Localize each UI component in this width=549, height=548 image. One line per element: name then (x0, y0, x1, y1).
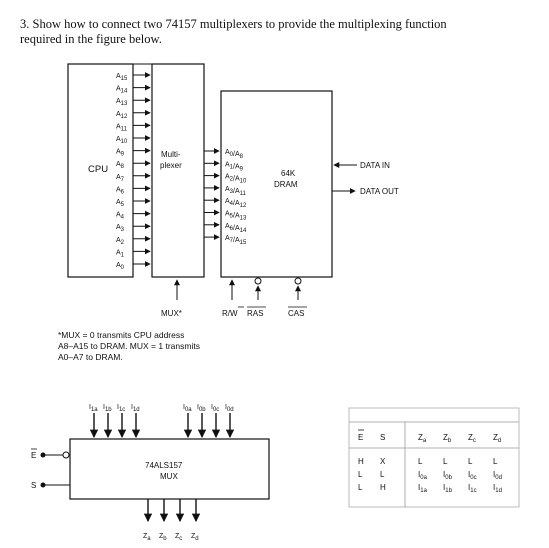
chip-output-label: Zb (159, 533, 167, 542)
truth-table-cell: L (418, 457, 423, 466)
truth-table-cell: I0c (468, 470, 477, 481)
dram-pin-label: A1/A9 (225, 161, 244, 172)
dram-pin-label: A4/A12 (225, 198, 247, 209)
mux-footnote: *MUX = 0 transmits CPU address A8–A15 to… (58, 330, 288, 363)
dram-label-line2: DRAM (274, 180, 298, 189)
truth-table-cell: I1b (443, 483, 453, 494)
enable-label: E (31, 451, 36, 460)
truth-table-cell: L (358, 470, 363, 479)
truth-table-cell: L (493, 457, 498, 466)
chip-input-label: I0c (211, 404, 219, 413)
question-text: 3. Show how to connect two 74157 multipl… (20, 17, 540, 47)
truth-table-cell: H (380, 483, 386, 492)
cpu-label: CPU (88, 164, 108, 175)
dram-pin-label: A7/A15 (225, 235, 247, 246)
chip-label-line2: MUX (160, 472, 178, 481)
truth-table-frame (348, 407, 520, 508)
ras-label: RAS (247, 309, 263, 318)
ras-inversion-bubble (254, 277, 262, 285)
truth-table-cell: L (380, 470, 385, 479)
note-line-2: A8–A15 to DRAM. MUX = 1 transmits (58, 341, 200, 351)
chip-input-pins: I1a I1b I1c I1d I0a I0b I0c I0d (89, 404, 235, 439)
data-in-label: DATA IN (360, 161, 390, 170)
truth-table-cell: I1a (418, 483, 428, 494)
data-out-label: DATA OUT (360, 187, 399, 196)
chip-input-label: I1b (103, 404, 112, 413)
note-line-1: *MUX = 0 transmits CPU address (58, 330, 185, 340)
dram-address-pins: A0/A8A1/A9A2/A10A3/A11A4/A12A5/A13A6/A14… (225, 149, 247, 246)
cpu-pin-label: A14 (116, 86, 128, 95)
chip-input-label: I1c (117, 404, 125, 413)
cas-label: CAS (288, 309, 304, 318)
cpu-pin-label: A12 (116, 111, 128, 120)
dram-pin-label: A6/A14 (225, 223, 247, 234)
note-line-3: A0–A7 to DRAM. (58, 352, 123, 362)
dram-box (220, 90, 333, 278)
truth-table-header: Zc (468, 433, 476, 444)
mux-label-line1: Multi- (161, 150, 181, 159)
cpu-pin-label: A9 (116, 149, 125, 158)
chip-output-label: Za (143, 533, 151, 542)
truth-table-header: Za (418, 433, 427, 444)
mux-chip-box (69, 438, 270, 500)
mux-label-line2: plexer (160, 161, 182, 170)
cpu-pin-label: A2 (116, 237, 125, 246)
rw-label: R/W (222, 309, 238, 318)
chip-input-label: I0b (197, 404, 206, 413)
cpu-pin-label: A7 (116, 174, 125, 183)
cpu-pin-label: A10 (116, 136, 128, 145)
chip-output-label: Zd (191, 533, 199, 542)
mux-to-dram-arrows (204, 148, 220, 241)
chip-input-label: I1a (89, 404, 98, 413)
multiplexer-box (151, 63, 205, 278)
truth-table-cell: X (380, 457, 386, 466)
cpu-pin-label: A1 (116, 249, 125, 258)
enable-inversion-bubble (62, 451, 70, 459)
cpu-pin-label: A6 (116, 186, 125, 195)
cpu-pin-label: A15 (116, 73, 128, 82)
dram-label-line1: 64K (281, 169, 296, 178)
dram-pin-label: A3/A11 (225, 186, 247, 197)
select-label: S (31, 481, 36, 490)
truth-table-header: S (380, 433, 385, 442)
cpu-pin-label: A8 (116, 161, 125, 170)
truth-table-header: Zb (443, 433, 452, 444)
cpu-pin-label: A11 (116, 123, 128, 132)
truth-table-cell: I1c (468, 483, 477, 494)
truth-table-cell: I0d (493, 470, 502, 481)
truth-table-cell: L (358, 483, 363, 492)
cpu-pin-label: A3 (116, 224, 125, 233)
truth-table-cell: I0b (443, 470, 453, 481)
truth-table-cell: L (468, 457, 473, 466)
mux-signal-label: MUX* (161, 309, 182, 318)
cpu-pin-label: A0 (116, 262, 125, 271)
truth-table-header: E (358, 433, 363, 442)
truth-table-header: Zd (493, 433, 501, 444)
truth-table-cell: I1d (493, 483, 502, 494)
chip-output-label: Zc (175, 533, 182, 542)
chip-label-line1: 74ALS157 (145, 461, 183, 470)
question-line-1: 3. Show how to connect two 74157 multipl… (20, 17, 447, 31)
chip-output-pins: Za Zb Zc Zd (143, 499, 201, 542)
chip-input-label: I0a (183, 404, 192, 413)
dram-pin-label: A5/A13 (225, 211, 247, 222)
truth-table-cell: H (358, 457, 364, 466)
cpu-pin-label: A13 (116, 98, 128, 107)
truth-table-cell: I0a (418, 470, 428, 481)
cpu-pin-label: A4 (116, 212, 125, 221)
cpu-pin-label: A5 (116, 199, 125, 208)
cpu-box (67, 63, 134, 278)
question-line-2: required in the figure below. (20, 32, 162, 46)
truth-table-cell: L (443, 457, 448, 466)
cas-inversion-bubble (294, 277, 302, 285)
chip-input-label: I1d (131, 404, 140, 413)
dram-pin-label: A0/A8 (225, 149, 244, 160)
dram-pin-label: A2/A10 (225, 174, 247, 185)
chip-input-label: I0d (225, 404, 234, 413)
